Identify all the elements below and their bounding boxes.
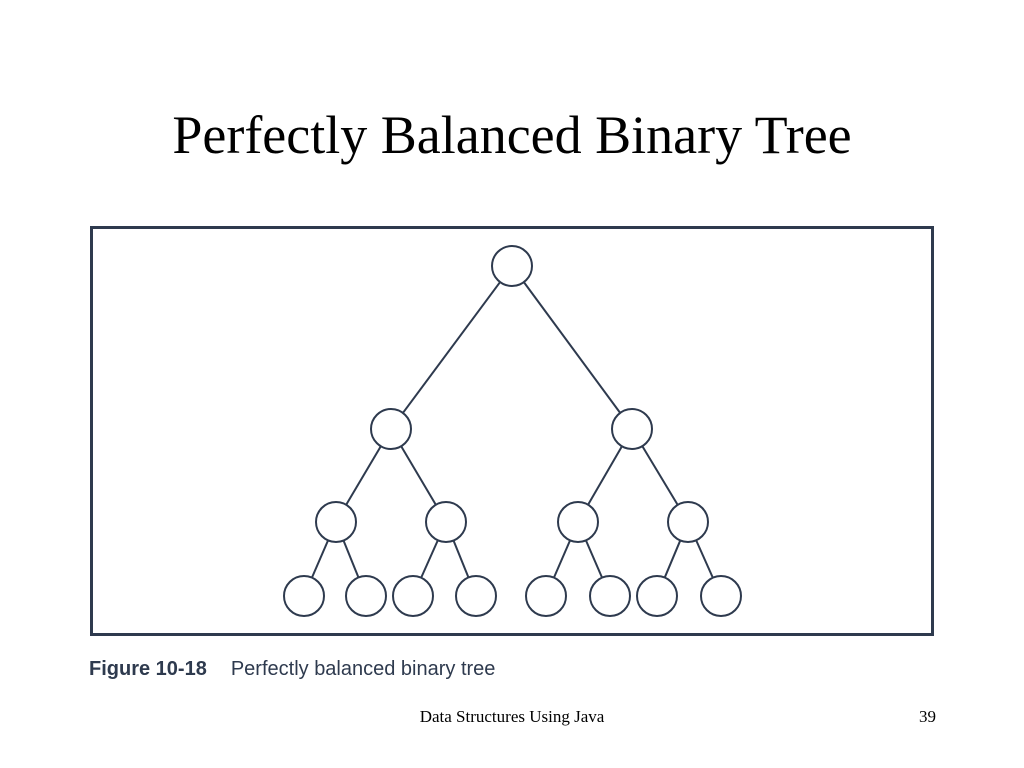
tree-edge (587, 445, 623, 506)
figure-frame (90, 226, 934, 636)
page-number: 39 (919, 707, 936, 726)
leaf-node (589, 575, 631, 617)
tree-nodes (283, 245, 742, 617)
tree-edges (311, 281, 714, 579)
tree-edge (663, 540, 682, 578)
tree-edge (400, 445, 437, 506)
leaf-node (636, 575, 678, 617)
leaf-node (283, 575, 325, 617)
tree-edge (553, 539, 571, 579)
tree-edge (420, 539, 439, 579)
figure-label: Figure 10-18 (89, 658, 207, 680)
tree-edge (402, 281, 501, 414)
leaf-node (345, 575, 387, 617)
leaf-node (392, 575, 434, 617)
slide-title: Perfectly Balanced Binary Tree (172, 105, 852, 165)
tree-edge (641, 445, 679, 506)
figure-caption-text: Perfectly balanced binary tree (230, 658, 496, 680)
footer-title: Data Structures Using Java (419, 707, 605, 726)
figure-caption: Figure 10-18 Perfectly balanced binary tr… (89, 656, 495, 682)
tree-node (370, 408, 412, 450)
leaf-node (455, 575, 497, 617)
leaf-node (525, 575, 567, 617)
tree-edge (311, 539, 329, 579)
tree-edge (523, 281, 621, 414)
tree-edge (345, 445, 382, 506)
tree-node (557, 501, 599, 543)
root-node (491, 245, 533, 287)
tree-edge (695, 539, 714, 579)
leaf-node (700, 575, 742, 617)
tree-node (315, 501, 357, 543)
tree-edge (585, 539, 603, 579)
tree-node (425, 501, 467, 543)
tree-node (667, 501, 709, 543)
tree-edge (452, 540, 470, 578)
tree-node (611, 408, 653, 450)
tree-edge (342, 540, 360, 578)
